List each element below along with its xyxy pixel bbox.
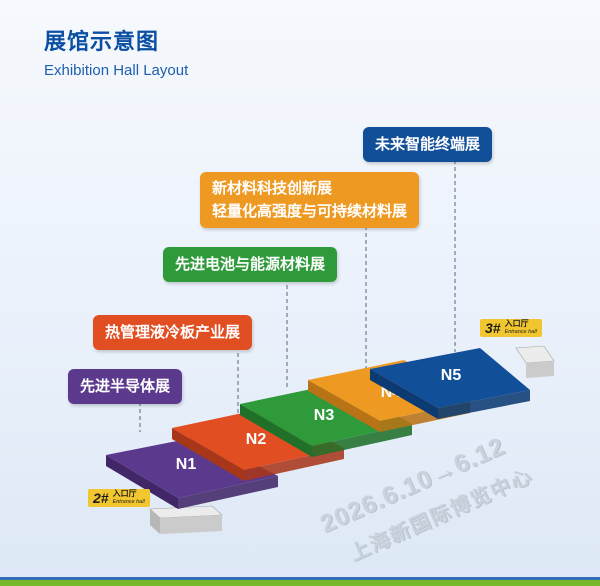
hall-n1-top [106,436,278,498]
hall-n2: N2 [172,408,344,481]
entrance-hall-3-block [515,345,555,378]
hall-id-n3: N3 [314,407,335,424]
hall-label-n1: 先进半导体展 [68,369,183,404]
hall-n4-side-left [308,380,380,432]
bottom-bar-blue [0,577,600,580]
hall-id-n5: N5 [441,367,462,384]
bottom-bar-green [0,580,600,586]
entrance-label-en-2: Entrance hall [112,499,145,505]
hall-n3: N3 [240,383,412,457]
hall-label-n4: 新材料科技创新展 轻量化高强度与可持续材料展 [200,172,420,228]
entrance-number-3: 3# [485,320,501,336]
hall-n2-side-left [172,428,244,481]
hall-n1-side-left [106,455,178,509]
hall-label-n4-line2: 轻量化高强度与可持续材料展 [212,202,408,220]
hall-n5: N5 [370,348,530,419]
hall-id-n2: N2 [246,431,267,448]
hall-n1-side-front [178,476,278,509]
hall-n3-side-front [312,424,412,457]
entrance-label-en-3: Entrance hall [504,329,537,335]
hall-n2-side-front [244,448,344,481]
hall-label-n4-line1: 新材料科技创新展 [212,179,333,197]
page-subtitle: Exhibition Hall Layout [44,62,189,79]
hall-n1: N1 [106,436,278,509]
hall-label-n2: 热管理液冷板产业展 [93,315,253,350]
hall-n3-top [240,383,412,446]
hall-n5-top [370,348,530,408]
hall-n3-side-left [240,404,312,457]
entrance-label-cn-3: 入口厅 [504,319,529,328]
hall-id-n1: N1 [176,456,197,473]
entrance-label-cn-2: 入口厅 [112,489,137,498]
entrance-number-2: 2# [93,490,109,506]
entrance-hall-2-block [149,505,223,534]
page-title: 展馆示意图 [44,30,160,55]
hall-label-n5: 未来智能终端展 [363,127,493,162]
entrance-tag-3: 3# 入口厅 Entrance hall [480,319,542,337]
hall-n5-side-left [370,369,438,419]
hall-n2-top [172,408,344,470]
hall-label-n3: 先进电池与能源材料展 [163,247,338,282]
title-block: 展馆示意图 Exhibition Hall Layout [44,24,188,79]
hall-n5-side-front [438,390,530,419]
entrance-tag-2: 2# 入口厅 Entrance hall [88,489,150,507]
